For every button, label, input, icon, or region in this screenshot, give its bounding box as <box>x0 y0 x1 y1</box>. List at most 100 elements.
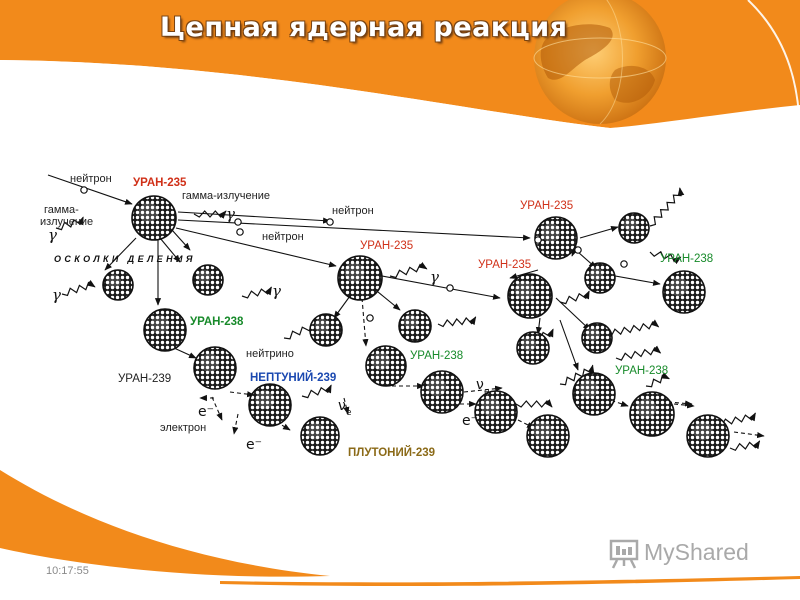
label-gamma-radiation: гамма-излучение <box>182 190 270 202</box>
svg-text:ν: ν <box>476 377 484 393</box>
nucleus-22 <box>572 372 616 416</box>
nucleus-11 <box>365 345 407 387</box>
label-neutron-3: нейтрон <box>262 231 304 243</box>
nucleus-2 <box>102 269 134 301</box>
arrow-1 <box>47 174 133 205</box>
label-neptunium239: НЕПТУНИЙ-239 <box>250 371 336 384</box>
neutron-5 <box>446 284 454 292</box>
arrow-25 <box>535 317 542 335</box>
label-neutrino: нейтрино <box>246 348 294 360</box>
arrow-19 <box>333 295 351 319</box>
electron-symbol-2: e⁻ <box>246 437 262 453</box>
neutrino-symbol-2: ν e <box>476 377 490 397</box>
gamma-wave-10 <box>615 345 662 361</box>
gamma-wave-2 <box>55 216 84 231</box>
header-white-swoosh <box>0 60 610 129</box>
gamma-wave-7 <box>437 316 477 328</box>
label-neutron-2: нейтрон <box>332 205 374 217</box>
neutron-6 <box>366 314 374 322</box>
nucleus-24 <box>686 414 730 458</box>
label-uranium238-1: УРАН-238 <box>660 253 713 265</box>
arrow-11 <box>159 237 181 263</box>
arrow-31 <box>733 431 765 439</box>
neutron-3 <box>326 218 334 226</box>
presentation-board-icon <box>609 539 639 569</box>
nucleus-3 <box>192 264 224 296</box>
svg-text:ν: ν <box>338 398 346 414</box>
gamma-wave-17 <box>729 440 761 452</box>
nucleus-5 <box>193 346 237 390</box>
gamma-wave-3 <box>61 279 96 297</box>
gamma-wave-18 <box>559 364 595 386</box>
nucleus-20 <box>581 322 613 354</box>
neutron-4 <box>236 228 244 236</box>
nucleus-7 <box>300 416 340 456</box>
gamma-wave-15 <box>645 372 670 388</box>
footer-orange-swoosh <box>0 470 330 577</box>
label-uranium235-3: УРАН-235 <box>360 240 413 252</box>
nucleus-14 <box>526 414 570 458</box>
nucleus-6 <box>248 383 292 427</box>
nucleus-10 <box>398 309 432 343</box>
svg-text:e: e <box>484 387 490 397</box>
label-uranium239: УРАН-239 <box>118 373 171 385</box>
arrow-14 <box>173 347 197 359</box>
arrow-18 <box>361 297 369 347</box>
slide-title: Цепная ядерная реакция <box>160 12 568 43</box>
nucleus-15 <box>534 216 578 260</box>
arrow-23 <box>463 385 503 393</box>
gamma-wave-4 <box>241 286 272 299</box>
gamma-wave-14 <box>515 399 553 408</box>
label-uranium238-3: УРАН-238 <box>410 350 463 362</box>
nucleus-12 <box>420 370 464 414</box>
gamma-symbol-4: γ <box>272 282 281 300</box>
label-uranium235-2: УРАН-235 <box>520 200 573 212</box>
nucleus-1 <box>131 195 177 241</box>
arrow-34 <box>343 397 350 415</box>
label-fission-fragments: ОСКОЛКИ ДЕЛЕНИЯ <box>54 254 196 264</box>
globe-decoration <box>533 0 667 125</box>
label-electron: электрон <box>160 422 206 434</box>
gamma-symbol-2: γ <box>48 226 57 244</box>
label-uranium235-4: УРАН-235 <box>478 259 531 271</box>
brand-name: MyShared <box>644 539 749 565</box>
nucleus-13 <box>474 390 518 434</box>
gamma-symbol-3: γ <box>52 286 61 304</box>
nucleus-16 <box>618 212 650 244</box>
label-plutonium239: ПЛУТОНИЙ-239 <box>348 446 435 459</box>
arrow-2 <box>177 211 331 224</box>
nucleus-23 <box>629 391 675 437</box>
arrow-24 <box>555 297 591 331</box>
label-uranium235-1: УРАН-235 <box>133 177 187 189</box>
footer-line <box>220 576 800 587</box>
gamma-waves <box>55 187 761 452</box>
nucleus-21 <box>662 270 706 314</box>
arrow-26 <box>559 319 579 371</box>
electron-symbol-3: e⁻ <box>462 413 478 429</box>
label-neutron-1: нейтрон <box>70 173 112 185</box>
slide-time: 10:17:55 <box>46 565 89 577</box>
arrow-12 <box>104 237 137 271</box>
nuclei <box>102 195 730 458</box>
label-uranium238-4: УРАН-238 <box>615 365 668 377</box>
arrow-35 <box>232 413 239 435</box>
arrow-9 <box>509 269 539 280</box>
gamma-wave-5 <box>389 261 428 279</box>
label-uranium238-2: УРАН-238 <box>190 316 244 328</box>
gamma-wave-11 <box>649 187 685 227</box>
arrow-4 <box>175 227 337 268</box>
gamma-wave-12 <box>649 250 682 265</box>
electron-symbol-1: e⁻ <box>198 404 214 420</box>
gamma-wave-19 <box>301 384 332 399</box>
nucleus-4 <box>143 308 187 352</box>
arrow-13 <box>171 229 191 251</box>
myshared-logo[interactable]: MyShared <box>608 537 768 571</box>
label-gamma-line1: гамма- <box>44 204 79 216</box>
label-gamma-line2: излучение <box>40 216 93 228</box>
neutron-8 <box>574 246 582 254</box>
neutron-7 <box>534 236 542 244</box>
neutrino-symbol-1: ν e <box>338 398 352 418</box>
